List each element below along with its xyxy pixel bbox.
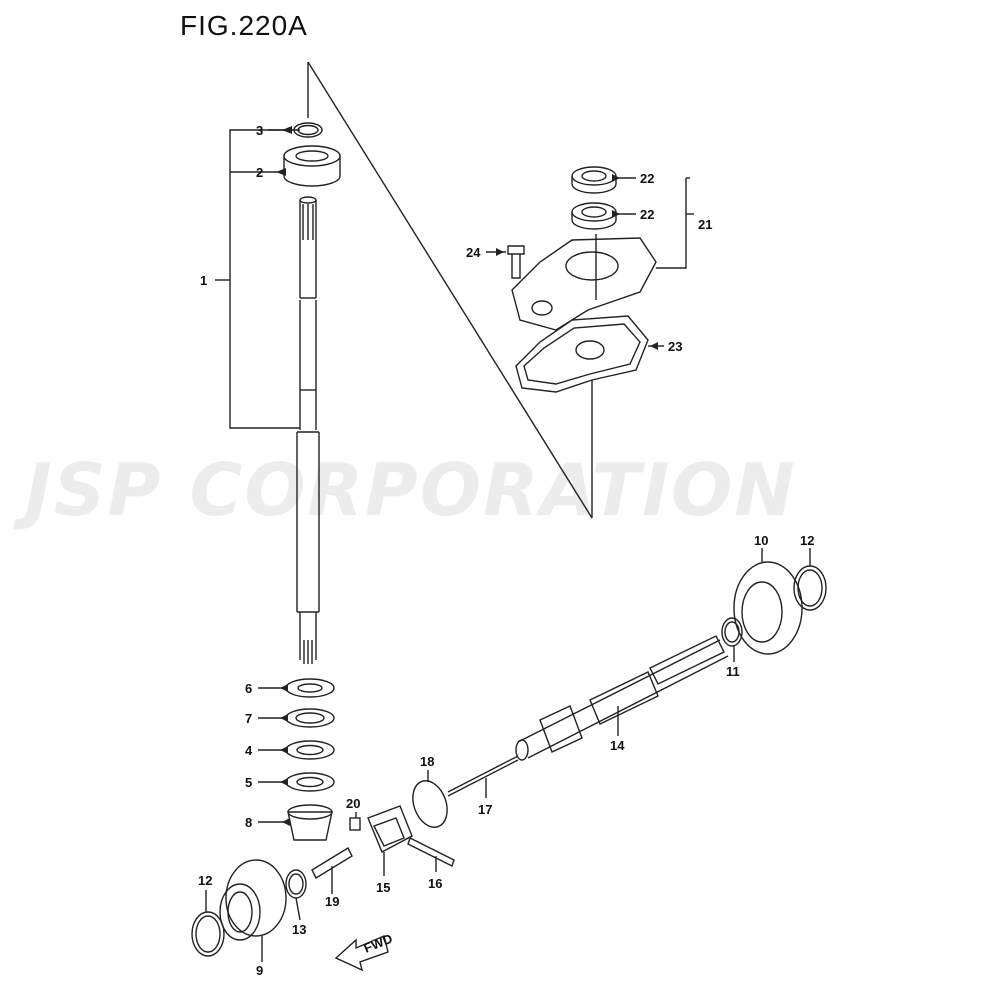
spring-17 bbox=[447, 755, 519, 793]
callout-20: 20 bbox=[346, 796, 360, 811]
callout-17: 17 bbox=[478, 802, 492, 817]
oil-seal-22-lower bbox=[571, 202, 617, 222]
callout-4: 4 bbox=[245, 743, 253, 758]
callout-7: 7 bbox=[245, 711, 252, 726]
oil-seal-22-upper bbox=[571, 166, 617, 186]
callout-8: 8 bbox=[245, 815, 252, 830]
pin-20 bbox=[349, 817, 361, 831]
callout-15: 15 bbox=[376, 880, 390, 895]
clutch-15 bbox=[367, 805, 413, 853]
washer-12-left bbox=[191, 911, 225, 957]
thrust-bearing-7 bbox=[285, 708, 335, 728]
callout-6: 6 bbox=[245, 681, 252, 696]
drive-shaft bbox=[299, 200, 317, 298]
callout-22-lower: 22 bbox=[640, 207, 654, 222]
watermark: JSP CORPORATION bbox=[25, 448, 797, 532]
ref-line-diagonal bbox=[307, 61, 593, 519]
fwd-arrow: FWD bbox=[334, 931, 395, 972]
callout-22-upper: 22 bbox=[640, 171, 654, 186]
ring-18 bbox=[412, 780, 448, 828]
callout-16: 16 bbox=[428, 876, 442, 891]
callout-5: 5 bbox=[245, 775, 252, 790]
oil-seal-housing-21 bbox=[511, 237, 657, 331]
callout-12-left: 12 bbox=[198, 873, 212, 888]
figure-title: FIG.220A bbox=[180, 10, 308, 41]
callout-11: 11 bbox=[726, 664, 740, 679]
rod-16 bbox=[407, 837, 455, 867]
callout-24: 24 bbox=[466, 245, 481, 260]
bearing-2 bbox=[283, 145, 341, 167]
callout-23: 23 bbox=[668, 339, 682, 354]
callout-18: 18 bbox=[420, 754, 434, 769]
gasket-23 bbox=[515, 315, 649, 393]
callout-1: 1 bbox=[200, 273, 207, 288]
snap-ring-3 bbox=[293, 122, 323, 138]
washer-5 bbox=[285, 772, 335, 792]
bolt-24 bbox=[507, 245, 525, 255]
callout-21: 21 bbox=[698, 217, 712, 232]
callout-9: 9 bbox=[256, 963, 263, 978]
gear-9 bbox=[225, 859, 287, 937]
washer-6 bbox=[285, 678, 335, 698]
washer-4 bbox=[285, 740, 335, 760]
callout-19: 19 bbox=[325, 894, 339, 909]
callout-12-right: 12 bbox=[800, 533, 814, 548]
callout-13: 13 bbox=[292, 922, 306, 937]
pin-19 bbox=[311, 847, 353, 879]
callout-2: 2 bbox=[256, 165, 263, 180]
callout-14: 14 bbox=[610, 738, 625, 753]
callout-10: 10 bbox=[754, 533, 768, 548]
washer-11 bbox=[721, 617, 743, 647]
pinion-gear-8 bbox=[287, 811, 333, 841]
propeller-shaft-14 bbox=[517, 639, 729, 759]
callout-3: 3 bbox=[256, 123, 263, 138]
bracket-1 bbox=[229, 129, 300, 429]
